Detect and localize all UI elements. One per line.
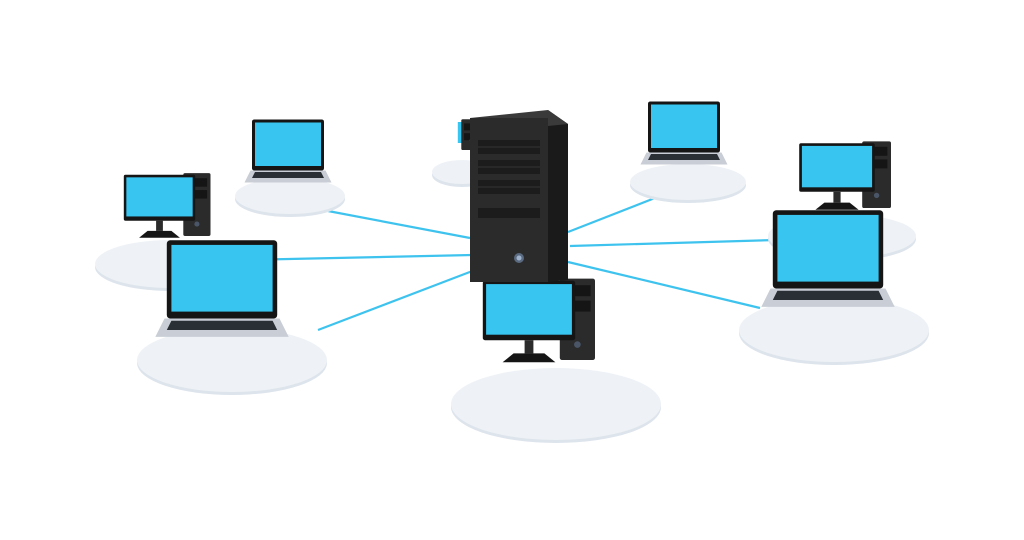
node-1-laptop [244, 119, 332, 183]
node-7-desktop [799, 141, 891, 210]
platform-1 [235, 178, 345, 217]
link-6 [567, 194, 661, 234]
link-7 [569, 238, 777, 248]
link-3 [317, 268, 476, 332]
node-2-desktop [123, 173, 211, 238]
link-1 [327, 209, 471, 240]
platform-3 [137, 328, 327, 395]
link-8 [567, 260, 761, 310]
network-links [243, 194, 777, 332]
node-8-laptop [761, 210, 895, 307]
node-4-desktop [482, 278, 595, 363]
platform-4 [451, 368, 661, 443]
link-2 [243, 253, 473, 262]
platform-6 [630, 164, 746, 203]
node-6-laptop [640, 101, 728, 165]
node-3-laptop [155, 240, 289, 337]
platform-8 [739, 298, 929, 365]
network-nodes [123, 101, 895, 363]
central-server-server-tower [470, 110, 568, 282]
